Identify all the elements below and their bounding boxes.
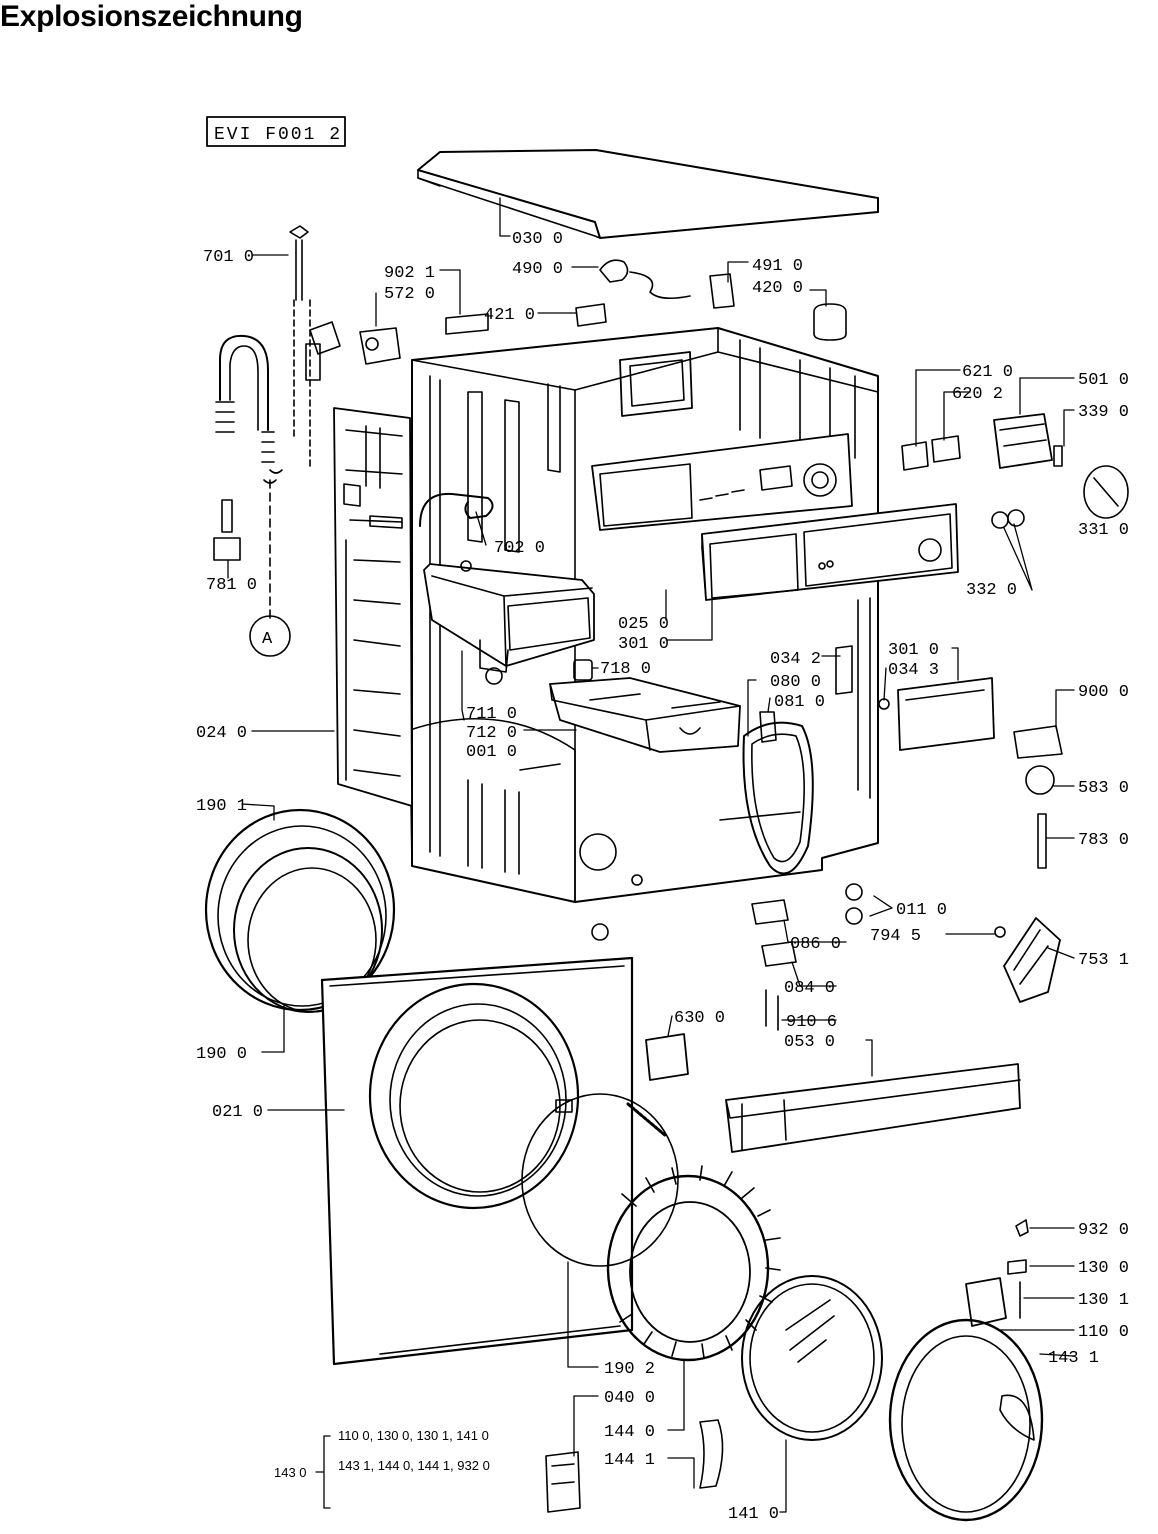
part-suppressor-filter: [575, 259, 847, 341]
label-130-0: 130 0: [1078, 1259, 1129, 1278]
label-783-0: 783 0: [1078, 831, 1129, 850]
label-141-0: 141 0: [728, 1505, 779, 1524]
part-service-panel: [897, 677, 995, 751]
label-144-0: 144 0: [604, 1423, 655, 1442]
part-door-handle: [965, 1219, 1029, 1327]
label-110-0: 110 0: [1078, 1323, 1129, 1342]
kit-note-line2: 143 1, 144 0, 144 1, 932 0: [338, 1458, 490, 1473]
label-143-1: 143 1: [1048, 1349, 1099, 1368]
part-ring-190-2: [521, 1093, 679, 1267]
label-190-2: 190 2: [604, 1360, 655, 1379]
kit-note-label: 143 0: [274, 1465, 307, 1480]
label-620-2: 620 2: [952, 385, 1003, 404]
part-door-lock: [1013, 725, 1063, 869]
label-781-0: 781 0: [206, 576, 257, 595]
label-025-0: 025 0: [618, 615, 669, 634]
part-718: [573, 659, 593, 681]
label-702-0: 702 0: [494, 539, 545, 558]
label-040-0: 040 0: [604, 1389, 655, 1408]
kit-note-line1: 110 0, 130 0, 130 1, 141 0: [338, 1428, 489, 1443]
label-030-0: 030 0: [512, 230, 563, 249]
label-081-0: 081 0: [774, 693, 825, 712]
label-011-0: 011 0: [896, 901, 947, 920]
label-630-0: 630 0: [674, 1009, 725, 1028]
part-programmer: [901, 413, 1129, 529]
part-door-inner-frame: [606, 1165, 781, 1362]
label-420-0: 420 0: [752, 279, 803, 298]
label-331-0: 331 0: [1078, 521, 1129, 540]
part-door-glass: [741, 1275, 883, 1441]
label-053-0: 053 0: [784, 1033, 835, 1052]
label-572-0: 572 0: [384, 285, 435, 304]
label-932-0: 932 0: [1078, 1221, 1129, 1240]
page-title: Explosionszeichnung: [0, 0, 303, 33]
label-034-3: 034 3: [888, 661, 939, 680]
part-door-hinge: [645, 1033, 689, 1081]
part-labels: 030 0 490 0 491 0 420 0 902 1 572 0 421 …: [196, 230, 1129, 1524]
label-490-0: 490 0: [512, 260, 563, 279]
marker-circle: [249, 615, 291, 657]
label-621-0: 621 0: [962, 363, 1013, 382]
part-hose-702: [419, 492, 494, 527]
label-190-0: 190 0: [196, 1045, 247, 1064]
label-753-1: 753 1: [1078, 951, 1129, 970]
part-inlet-hose: [213, 225, 311, 621]
part-door-outer-frame: [888, 1318, 1044, 1522]
label-301-0-b: 301 0: [888, 641, 939, 660]
part-top-lid: [417, 149, 879, 239]
part-drain-pump: [994, 917, 1061, 1003]
label-900-0: 900 0: [1078, 683, 1129, 702]
label-080-0: 080 0: [770, 673, 821, 692]
part-front-panel: [320, 956, 634, 1366]
drawing-code-box: EVI F001 2: [206, 116, 346, 147]
part-plinth: [725, 1063, 1021, 1153]
label-491-0: 491 0: [752, 257, 803, 276]
svg-text:EVI F001 2: EVI F001 2: [214, 125, 342, 145]
label-084-0: 084 0: [784, 979, 835, 998]
label-001-0: 001 0: [466, 743, 517, 762]
label-583-0: 583 0: [1078, 779, 1129, 798]
label-421-0: 421 0: [484, 306, 535, 325]
label-712-0: 712 0: [466, 724, 517, 743]
label-332-0: 332 0: [966, 581, 1017, 600]
label-711-0: 711 0: [466, 705, 517, 724]
label-144-1: 144 1: [604, 1451, 655, 1470]
label-910-6: 910 6: [786, 1013, 837, 1032]
label-718-0: 718 0: [600, 660, 651, 679]
label-024-0: 024 0: [196, 724, 247, 743]
part-control-panel: [701, 503, 959, 601]
part-hinge-pieces: [545, 1419, 724, 1513]
label-902-1: 902 1: [384, 264, 435, 283]
part-clamps: [591, 883, 863, 1031]
label-190-1: 190 1: [196, 797, 247, 816]
label-130-1: 130 1: [1078, 1291, 1129, 1310]
part-door-boot: [204, 808, 396, 1013]
part-inlet-valve: [305, 313, 489, 381]
part-detergent-drawer: [549, 677, 741, 753]
label-501-0: 501 0: [1078, 371, 1129, 390]
part-gasket-tube: [742, 645, 890, 875]
part-rear-panel: [333, 407, 413, 807]
label-794-5: 794 5: [870, 927, 921, 946]
part-detergent-housing: [423, 560, 595, 685]
label-086-0: 086 0: [790, 935, 841, 954]
label-021-0: 021 0: [212, 1103, 263, 1122]
part-control-panel-frame: [591, 433, 853, 531]
label-701-0: 701 0: [203, 248, 254, 267]
label-339-0: 339 0: [1078, 403, 1129, 422]
leader-lines: [227, 197, 1075, 1513]
label-301-0-a: 301 0: [618, 635, 669, 654]
label-034-2: 034 2: [770, 650, 821, 669]
marker-circle-label: A: [262, 630, 273, 649]
